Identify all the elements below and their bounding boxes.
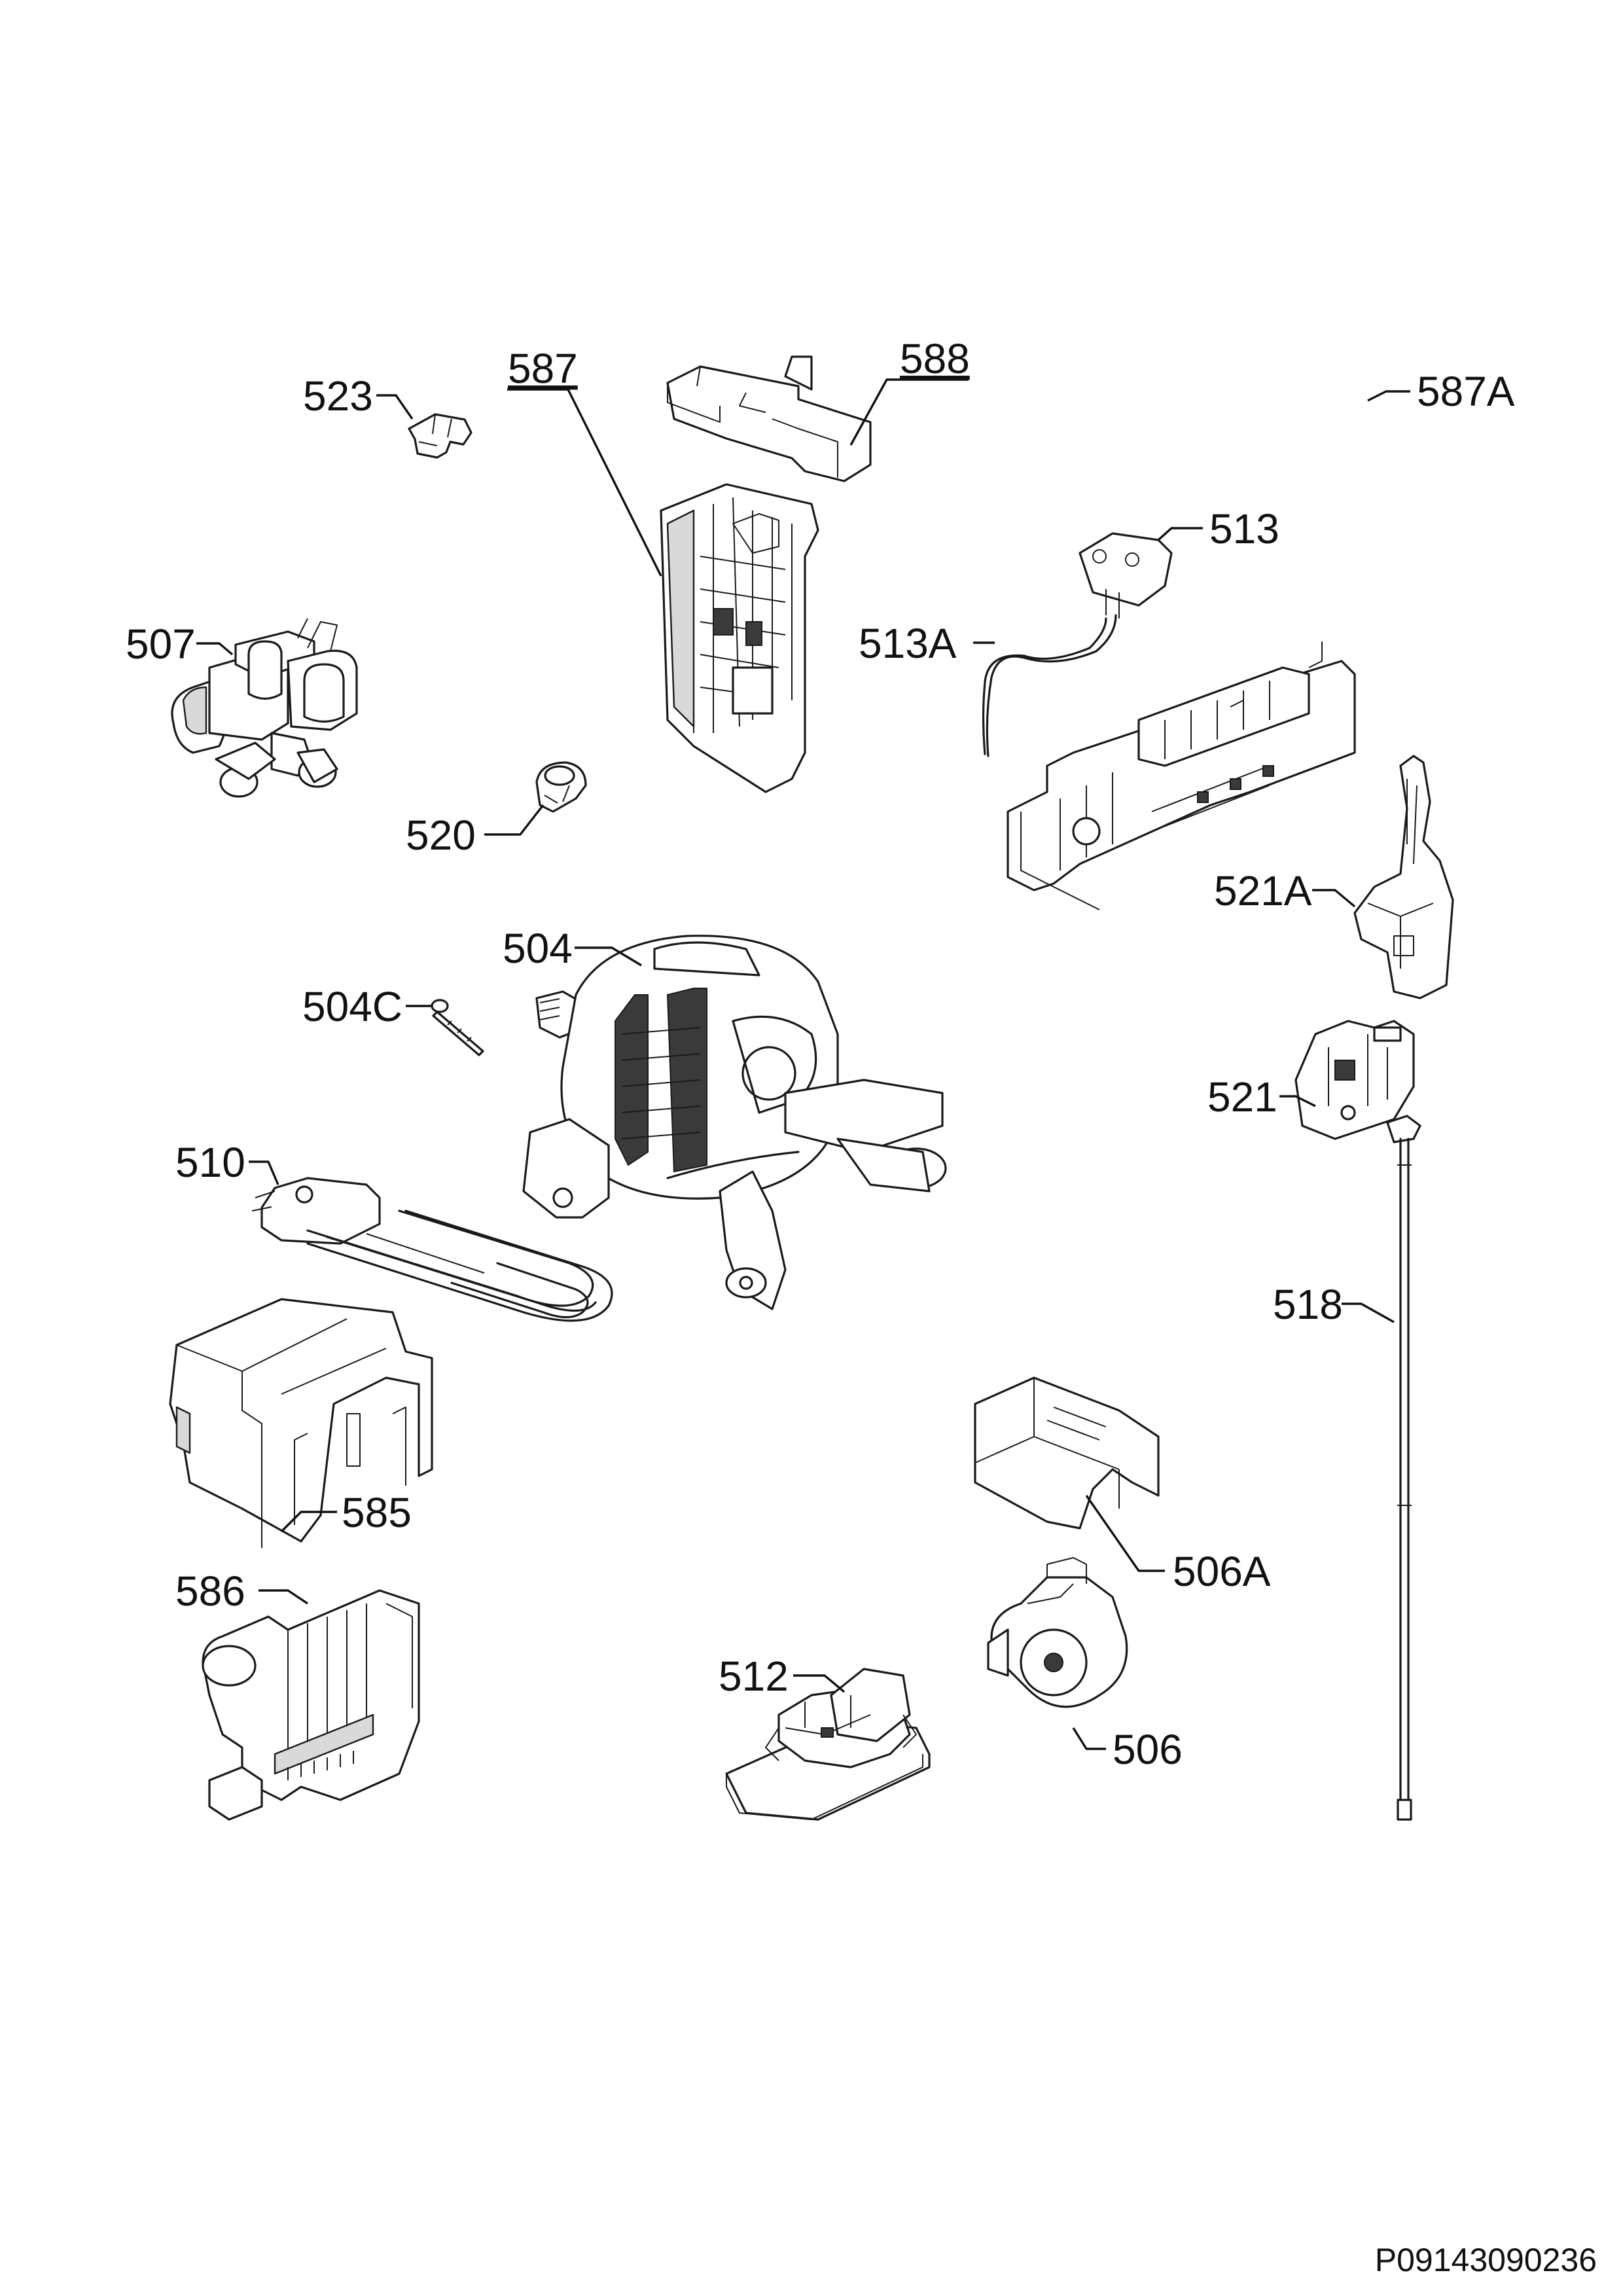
leader-512 [793, 1674, 846, 1693]
document-id: P09143090236 [1375, 2242, 1597, 2278]
part-520-clip [535, 761, 587, 813]
leader-587A-short [1367, 390, 1410, 402]
label-506A: 506A [1173, 1548, 1271, 1595]
label-587A: 587A [1417, 368, 1515, 415]
leader-521 [1279, 1095, 1316, 1107]
part-504-motor [522, 935, 947, 1310]
label-510: 510 [175, 1139, 245, 1186]
leader-510 [249, 1160, 279, 1185]
label-586: 586 [175, 1568, 245, 1615]
part-510-heater [251, 1177, 613, 1322]
part-504C-screw [431, 999, 484, 1056]
label-504: 504 [503, 925, 573, 972]
label-587: 587 [508, 345, 578, 392]
leader-506 [1072, 1727, 1106, 1750]
part-586-housing [202, 1589, 420, 1821]
leader-521A [1312, 889, 1356, 908]
leader-586 [259, 1589, 308, 1605]
part-588-board-cover [666, 355, 872, 482]
leader-518 [1342, 1302, 1395, 1323]
label-512: 512 [719, 1653, 789, 1700]
leader-506A [1085, 1495, 1165, 1572]
part-521A-bracket [1353, 755, 1454, 999]
part-523-clip [408, 413, 473, 459]
part-587A-display-board [1007, 641, 1356, 910]
label-520: 520 [406, 812, 476, 859]
part-labels: 523 587 588 513 513A 587A 507 520 521A 5… [126, 335, 1515, 1773]
label-506: 506 [1113, 1726, 1183, 1773]
part-521-door-lock [1294, 1020, 1415, 1140]
leader-587 [507, 388, 662, 577]
part-513-pressure-switch [982, 532, 1173, 757]
label-513: 513 [1209, 505, 1279, 552]
label-521: 521 [1207, 1073, 1277, 1121]
leader-585 [280, 1511, 337, 1533]
part-506-drain-pump [987, 1557, 1128, 1708]
leader-588 [849, 378, 969, 446]
label-521A: 521A [1214, 867, 1312, 914]
leader-520 [484, 804, 544, 836]
part-512-pump-base [725, 1668, 931, 1821]
leader-504 [575, 946, 642, 967]
leader-513 [1157, 527, 1203, 541]
part-585-cover [169, 1298, 433, 1548]
label-507: 507 [126, 620, 196, 668]
leader-523 [376, 394, 414, 420]
label-523: 523 [303, 372, 373, 420]
part-587-control-board [660, 483, 819, 793]
label-518: 518 [1273, 1281, 1343, 1328]
part-507-inlet-valve [171, 618, 358, 798]
part-518-cable [1386, 1115, 1421, 1821]
leader-507 [196, 642, 234, 656]
leader-lines [196, 378, 1410, 1750]
label-585: 585 [342, 1489, 412, 1536]
label-588: 588 [900, 335, 970, 382]
part-506A-pump-cover [974, 1376, 1160, 1530]
label-513A: 513A [859, 620, 957, 667]
label-504C: 504C [302, 983, 402, 1030]
